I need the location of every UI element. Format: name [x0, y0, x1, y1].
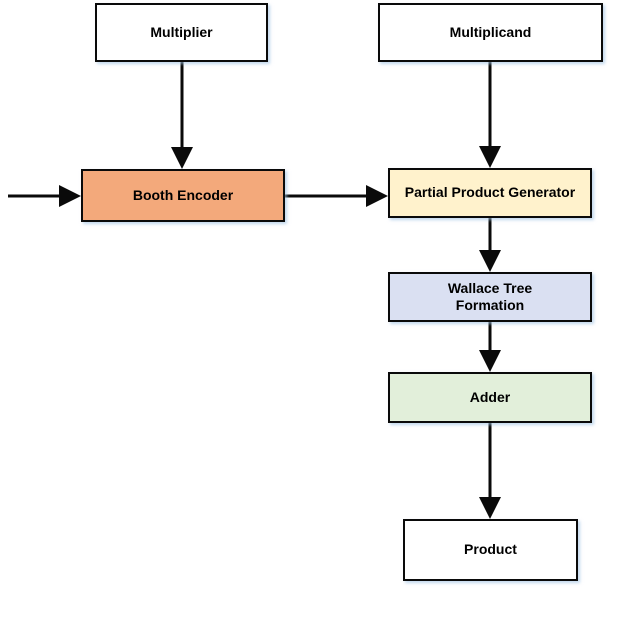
- arrow-partial-product-generator-to-wallace-tree: [479, 218, 501, 272]
- arrow-multiplicand-to-partial-product-generator: [479, 62, 501, 168]
- node-adder: Adder: [388, 372, 592, 423]
- arrow-booth-encoder-to-partial-product-generator: [285, 185, 388, 207]
- node-product: Product: [403, 519, 578, 581]
- arrow-adder-to-product: [479, 423, 501, 519]
- node-product-label: Product: [464, 541, 517, 558]
- node-multiplicand-label: Multiplicand: [449, 23, 532, 40]
- arrow-multiplier-to-booth-encoder: [171, 62, 193, 169]
- arrow-wallace-tree-to-adder: [479, 322, 501, 372]
- node-adder-label: Adder: [469, 388, 511, 405]
- node-booth-encoder: Booth Encoder: [81, 169, 285, 222]
- node-wallace-tree-formation: Wallace Tree Formation: [388, 272, 592, 322]
- node-partial-product-generator: Partial Product Generator: [388, 168, 592, 218]
- node-partial-product-generator-label: Partial Product Generator: [404, 184, 576, 201]
- node-multiplier: Multiplier: [95, 3, 268, 62]
- node-booth-encoder-label: Booth Encoder: [132, 186, 234, 203]
- node-multiplier-label: Multiplier: [150, 23, 213, 40]
- arrow-external-input-to-booth-encoder: [8, 185, 81, 207]
- node-multiplicand: Multiplicand: [378, 3, 603, 62]
- node-wallace-tree-formation-label: Wallace Tree Formation: [447, 279, 533, 314]
